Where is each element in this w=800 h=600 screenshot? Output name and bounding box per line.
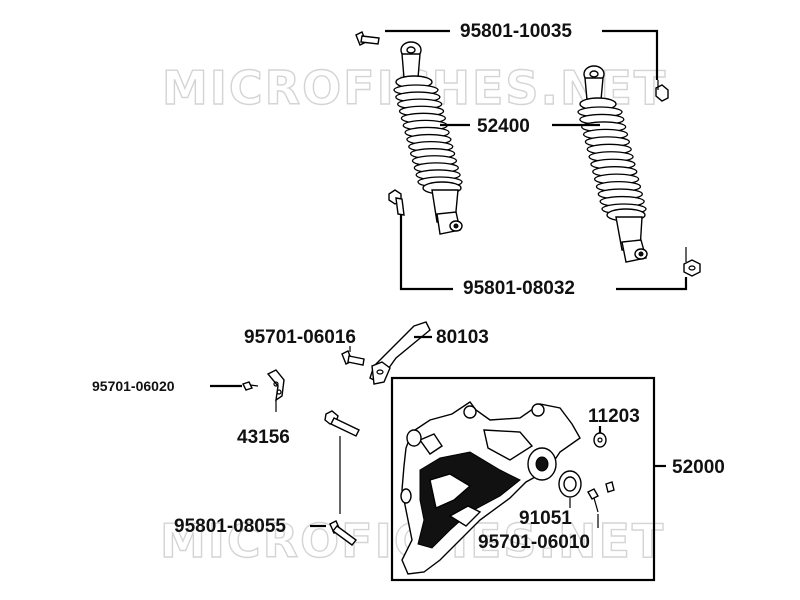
label-bolt-bracket: 95701-06016 <box>244 327 356 348</box>
assembly-box <box>390 376 656 582</box>
swingarm-icon <box>400 401 581 575</box>
bolt-top-icon <box>355 31 380 46</box>
bearing-icon <box>558 470 582 498</box>
shock-absorber-right <box>577 65 648 263</box>
leader-bolt-top-right <box>602 29 659 80</box>
shock-absorber-left <box>393 41 463 235</box>
label-shock-absorber: 52400 <box>477 116 530 137</box>
spacer-icon <box>593 432 607 448</box>
label-swingarm-assy: 52000 <box>672 457 725 478</box>
bolt-long-icon <box>324 410 360 546</box>
label-bolt-bottom: 95801-08032 <box>463 278 575 299</box>
clip-icon <box>266 369 285 412</box>
leader-bolt-bottom-left <box>399 215 453 291</box>
label-spacer: 11203 <box>588 406 640 427</box>
label-bolt-clip: 95701-06020 <box>92 378 175 394</box>
nut-bottom-right-icon <box>683 259 701 277</box>
bolt-clip-icon <box>242 381 259 391</box>
nut-top-right-icon <box>655 80 669 102</box>
label-clip: 43156 <box>237 427 290 448</box>
label-bolt-top: 95801-10035 <box>460 21 572 42</box>
label-bracket: 80103 <box>436 327 489 348</box>
bracket-icon <box>369 321 431 385</box>
label-bolt-long: 95801-08055 <box>174 516 286 537</box>
bolt-bottom-left-icon <box>388 189 405 216</box>
label-bearing: 91051 <box>519 508 572 529</box>
bolt-small-icon <box>587 481 615 513</box>
leader-bolt-bottom-right <box>616 277 688 291</box>
bolt-bracket-icon <box>341 350 365 366</box>
label-bolt-small: 95701-06010 <box>478 532 590 553</box>
